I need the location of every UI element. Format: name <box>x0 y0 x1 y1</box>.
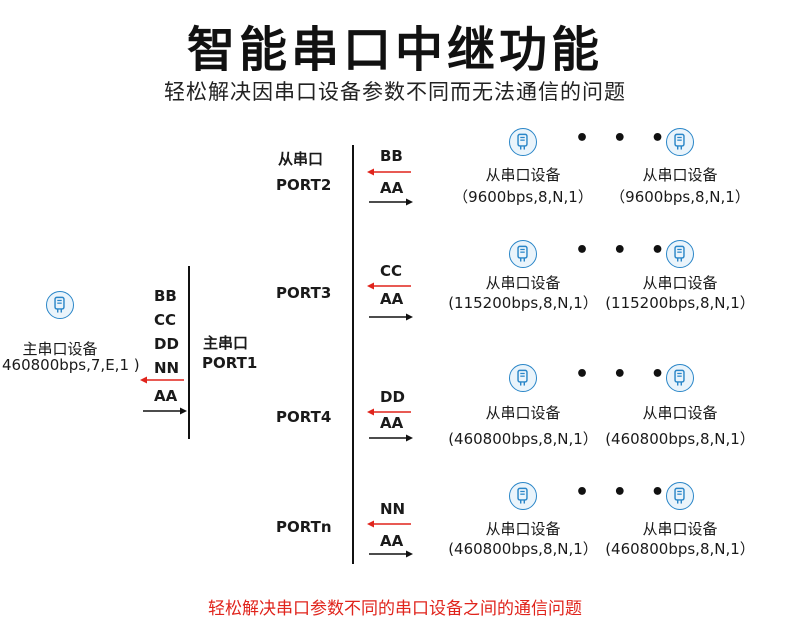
master-signal-dd: DD <box>154 335 179 353</box>
slave-device-config: (460800bps,8,N,1） <box>448 540 598 558</box>
incoming-arrow <box>367 408 412 416</box>
slave-device-config: (460800bps,8,N,1） <box>605 540 755 558</box>
master-device-config: 460800bps,7,E,1 ) <box>2 356 140 374</box>
outgoing-arrow <box>369 550 413 558</box>
slave-device-config: (460800bps,8,N,1） <box>448 430 598 448</box>
slave-bus-line <box>352 145 354 564</box>
port-outgoing-signal: AA <box>380 179 404 197</box>
outgoing-arrow <box>369 313 413 321</box>
port-name: PORT3 <box>276 284 332 302</box>
ellipsis-dots: • • • <box>575 362 673 387</box>
serial-port-icon <box>666 364 694 392</box>
ellipsis-dots: • • • <box>575 480 673 505</box>
slave-device-name: 从串口设备 <box>485 520 561 538</box>
slave-device-name: 从串口设备 <box>642 274 718 292</box>
port-incoming-signal: BB <box>380 147 403 165</box>
master-outgoing-arrow <box>143 407 187 415</box>
slave-device-name: 从串口设备 <box>485 274 561 292</box>
port-incoming-signal: NN <box>380 500 406 518</box>
port-name: PORTn <box>276 518 332 536</box>
port-label: 从串口 <box>278 150 324 168</box>
slave-device-name: 从串口设备 <box>485 404 561 422</box>
serial-port-icon <box>46 291 74 319</box>
master-signal-bb: BB <box>154 287 177 305</box>
master-device-name: 主串口设备 <box>22 340 98 358</box>
slave-device-name: 从串口设备 <box>642 520 718 538</box>
serial-port-icon <box>509 128 537 156</box>
slave-device-config: (115200bps,8,N,1） <box>448 294 598 312</box>
slave-device-name: 从串口设备 <box>485 166 561 184</box>
serial-port-icon <box>509 364 537 392</box>
master-port-line <box>188 266 190 439</box>
serial-port-icon <box>509 482 537 510</box>
page-title: 智能串口中继功能 <box>186 22 603 78</box>
master-signal-nn: NN <box>154 359 180 377</box>
master-port-label: 主串口 <box>203 334 249 352</box>
slave-device-name: 从串口设备 <box>642 404 718 422</box>
slave-device-config: （9600bps,8,N,1） <box>453 188 593 206</box>
outgoing-arrow <box>369 198 413 206</box>
port-outgoing-signal: AA <box>380 532 404 550</box>
port-incoming-signal: CC <box>380 262 403 280</box>
incoming-arrow <box>367 282 412 290</box>
incoming-arrow <box>367 168 412 176</box>
incoming-arrow <box>367 520 412 528</box>
slave-device-config: (460800bps,8,N,1） <box>605 430 755 448</box>
port-name: PORT4 <box>276 408 332 426</box>
page-subtitle: 轻松解决因串口设备参数不同而无法通信的问题 <box>164 80 626 104</box>
port-outgoing-signal: AA <box>380 414 404 432</box>
ellipsis-dots: • • • <box>575 126 673 151</box>
footer-note: 轻松解决串口参数不同的串口设备之间的通信问题 <box>208 599 582 619</box>
port-incoming-signal: DD <box>380 388 405 406</box>
master-signal-cc: CC <box>154 311 177 329</box>
port-outgoing-signal: AA <box>380 290 404 308</box>
slave-device-config: (115200bps,8,N,1） <box>605 294 755 312</box>
master-signal-aa: AA <box>154 387 178 405</box>
master-port-name: PORT1 <box>202 354 258 372</box>
serial-port-icon <box>509 240 537 268</box>
slave-device-name: 从串口设备 <box>642 166 718 184</box>
serial-port-icon <box>666 482 694 510</box>
outgoing-arrow <box>369 434 413 442</box>
master-incoming-arrow <box>140 376 184 384</box>
port-name: PORT2 <box>276 176 332 194</box>
serial-port-icon <box>666 240 694 268</box>
ellipsis-dots: • • • <box>575 238 673 263</box>
slave-device-config: （9600bps,8,N,1） <box>610 188 750 206</box>
serial-port-icon <box>666 128 694 156</box>
